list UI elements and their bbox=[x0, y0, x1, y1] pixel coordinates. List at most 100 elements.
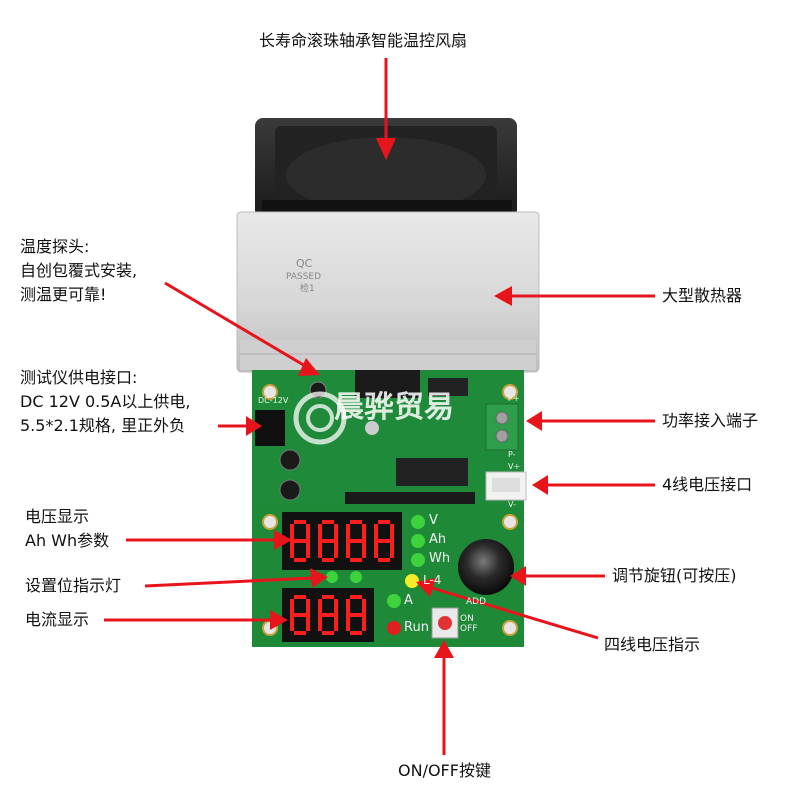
current-digit-2-segment-4 bbox=[346, 615, 350, 631]
current-digit-0-segment-1 bbox=[306, 599, 310, 615]
cooling-fan bbox=[255, 118, 517, 218]
voltage-digit-1-segment-5 bbox=[318, 524, 322, 541]
dc-power-jack bbox=[255, 410, 285, 446]
dc12-silkscreen: DC-12V bbox=[258, 396, 289, 405]
power-input-label-1: 测试仪供电接口: bbox=[20, 368, 138, 387]
voltage-digit-2-segment-2 bbox=[362, 541, 366, 558]
voltage-digit-0-segment-2 bbox=[306, 541, 310, 558]
current-display-label: 电流显示 bbox=[25, 610, 90, 629]
led-wh bbox=[411, 553, 425, 567]
watermark bbox=[293, 391, 347, 445]
voltage-digit-1-segment-0 bbox=[322, 520, 334, 524]
current-digit-0-segment-4 bbox=[290, 615, 294, 631]
voltage-digit-2-segment-0 bbox=[350, 520, 362, 524]
temp-probe-label-2: 自创包覆式安装, bbox=[20, 261, 138, 280]
vminus-silkscreen: V- bbox=[508, 500, 516, 509]
voltage-digit-0-segment-4 bbox=[290, 541, 294, 558]
pminus-silkscreen: P- bbox=[508, 450, 516, 459]
led-a-label: A bbox=[404, 593, 413, 608]
voltage-digit-3-segment-1 bbox=[390, 524, 394, 541]
voltage-digit-0-segment-5 bbox=[290, 524, 294, 541]
current-digit-1-segment-1 bbox=[334, 599, 338, 615]
heatsink-label: 大型散热器 bbox=[662, 286, 743, 305]
current-digit-1-segment-0 bbox=[322, 595, 334, 599]
fan-label: 长寿命滚珠轴承智能温控风扇 bbox=[259, 31, 468, 50]
current-digit-0-segment-3 bbox=[294, 631, 306, 635]
voltage-digit-1-segment-2 bbox=[334, 541, 338, 558]
current-digit-1-segment-6 bbox=[322, 613, 334, 617]
led-four-wire bbox=[405, 574, 419, 588]
current-digit-2-segment-0 bbox=[350, 595, 362, 599]
voltage-digit-2-segment-4 bbox=[346, 541, 350, 558]
four-wire-indicator-label: 四线电压指示 bbox=[604, 635, 701, 654]
temp-probe-label-1: 温度探头: bbox=[20, 237, 90, 256]
current-digit-0-segment-6 bbox=[294, 613, 306, 617]
voltage-digit-0-segment-0 bbox=[294, 520, 306, 524]
power-terminal-label: 功率接入端子 bbox=[662, 411, 759, 430]
led-ah-label: Ah bbox=[429, 532, 447, 547]
led-run bbox=[387, 621, 401, 635]
heatsink bbox=[236, 211, 540, 373]
power-input-label-3: 5.5*2.1规格, 里正外负 bbox=[20, 416, 186, 435]
position-led-label: 设置位指示灯 bbox=[25, 576, 122, 595]
current-digit-1-segment-4 bbox=[318, 615, 322, 631]
power-input-label-2: DC 12V 0.5A以上供电, bbox=[20, 392, 191, 411]
pcb-board bbox=[252, 370, 527, 647]
voltage-digit-0-segment-1 bbox=[306, 524, 310, 541]
current-digit-1-segment-5 bbox=[318, 599, 322, 615]
voltage-digit-3-segment-0 bbox=[378, 520, 390, 524]
led-v bbox=[411, 515, 425, 529]
led-l4-label: L-4 bbox=[423, 573, 442, 587]
led-position-2 bbox=[350, 571, 362, 583]
voltage-digit-0-segment-6 bbox=[294, 539, 306, 543]
led-ah bbox=[411, 534, 425, 548]
voltage-digit-1-segment-3 bbox=[322, 558, 334, 562]
led-run-label: Run bbox=[404, 620, 429, 635]
pplus-silkscreen: P+ bbox=[508, 394, 520, 403]
voltage-digit-2-segment-3 bbox=[350, 558, 362, 562]
voltage-digit-3-segment-6 bbox=[378, 539, 390, 543]
voltage-display-label-2: Ah Wh参数 bbox=[25, 531, 110, 550]
add-silkscreen: ADD bbox=[466, 597, 487, 607]
voltage-digit-2-segment-6 bbox=[350, 539, 362, 543]
voltage-digit-3-segment-2 bbox=[390, 541, 394, 558]
power-terminal-block bbox=[485, 403, 519, 451]
current-digit-2-segment-1 bbox=[362, 599, 366, 615]
voltage-display-label-1: 电压显示 bbox=[25, 507, 90, 526]
voltage-digit-0-segment-3 bbox=[294, 558, 306, 562]
led-wh-label: Wh bbox=[429, 551, 451, 566]
voltage-digit-1-segment-1 bbox=[334, 524, 338, 541]
watermark-text: 晨骅贸易 bbox=[334, 390, 454, 425]
current-digit-0-segment-0 bbox=[294, 595, 306, 599]
voltage-digit-3-segment-4 bbox=[374, 541, 378, 558]
led-v-label: V bbox=[429, 513, 438, 528]
led-position-1 bbox=[326, 571, 338, 583]
qc-sticker-text: QC bbox=[296, 257, 313, 270]
annotation-arrows bbox=[104, 58, 655, 755]
voltage-digit-3-segment-5 bbox=[374, 524, 378, 541]
voltage-digit-1-segment-4 bbox=[318, 541, 322, 558]
current-digit-1-segment-3 bbox=[322, 631, 334, 635]
voltage-digit-3-segment-3 bbox=[378, 558, 390, 562]
current-digit-1-segment-2 bbox=[334, 615, 338, 631]
qc-passed-text: PASSED bbox=[286, 272, 322, 282]
four-wire-port-label: 4线电压接口 bbox=[662, 475, 753, 494]
current-digit-2-segment-6 bbox=[350, 613, 362, 617]
current-digit-0-segment-5 bbox=[290, 599, 294, 615]
onoff-key-label: ON/OFF按键 bbox=[398, 761, 491, 780]
current-digit-2-segment-5 bbox=[346, 599, 350, 615]
adjust-knob bbox=[458, 539, 514, 595]
voltage-digit-1-segment-6 bbox=[322, 539, 334, 543]
current-digit-2-segment-3 bbox=[350, 631, 362, 635]
current-digit-0-segment-2 bbox=[306, 615, 310, 631]
voltage-digit-2-segment-5 bbox=[346, 524, 350, 541]
voltage-digit-2-segment-1 bbox=[362, 524, 366, 541]
current-digit-2-segment-2 bbox=[362, 615, 366, 631]
temp-probe-label-3: 测温更可靠! bbox=[20, 285, 107, 304]
qc-inspector-text: 检1 bbox=[300, 284, 315, 294]
onoff-button bbox=[438, 616, 452, 630]
vplus-silkscreen: V+ bbox=[508, 462, 521, 471]
knob-label: 调节旋钮(可按压) bbox=[612, 566, 737, 585]
onoff-silkscreen: ON OFF bbox=[460, 614, 478, 634]
